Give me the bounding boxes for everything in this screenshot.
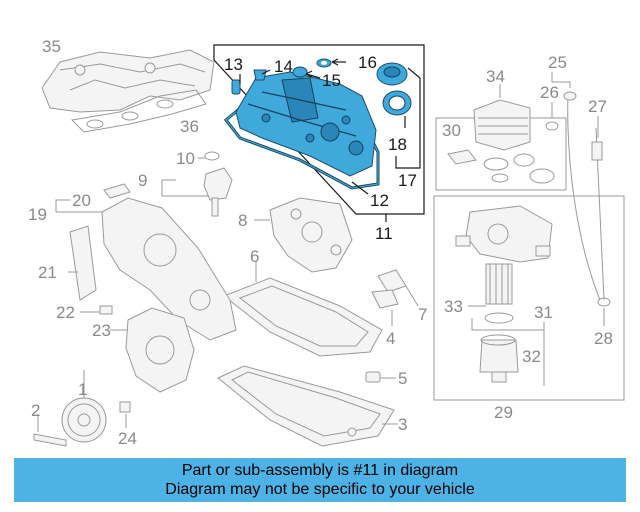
callout-4: 4 [386,329,395,348]
dipstick-part [545,72,611,326]
callout-27: 27 [588,97,607,116]
callout-8: 8 [238,211,247,230]
plug-15-part [292,66,308,78]
callout-26: 26 [540,83,559,102]
oil-module-8-part [254,197,353,273]
callout-30: 30 [442,121,461,140]
callout-36: 36 [180,117,199,136]
callout-35: 35 [42,37,61,56]
callout-25: 25 [548,53,567,72]
callout-6: 6 [250,247,259,266]
sensor-part [161,151,233,217]
cover-strip-21-part [68,225,97,301]
callout-29: 29 [494,403,513,422]
callout-10: 10 [176,149,195,168]
pulley-bolt-part [33,414,67,447]
bolt-22-part [80,305,113,315]
filter-cap-32-part [479,334,519,383]
callout-20: 20 [72,191,91,210]
callout-11: 11 [375,224,393,243]
lower-cover-23-part [110,307,195,393]
oil-cap-part [376,62,408,86]
parts-diagram: 1 2 3 4 5 6 7 8 9 10 11 12 13 14 15 16 1… [28,37,625,448]
callout-22: 22 [56,303,75,322]
bolt-24-part [119,401,131,428]
cover-bracket-20-part [103,183,131,199]
banner-line-1: Part or sub-assembly is #11 in diagram [181,462,459,479]
oil-cooler-34-part [473,84,531,151]
callout-23: 23 [92,321,111,340]
filter-housing-part [455,205,553,263]
callout-labels: 1 2 3 4 5 6 7 8 9 10 11 12 13 14 15 16 1… [28,37,613,448]
callout-21: 21 [38,263,57,282]
callout-34: 34 [486,67,505,86]
oil-pan-upper-part [223,262,383,357]
callout-33: 33 [444,297,463,316]
callout-14: 14 [274,57,293,76]
banner-line-2: Diagram may not be specific to your vehi… [165,481,475,498]
callout-28: 28 [594,329,613,348]
callout-18: 18 [388,135,407,154]
callout-1: 1 [78,380,87,399]
bracket-4-part [371,289,399,326]
callout-24: 24 [118,429,137,448]
callout-31: 31 [534,303,553,322]
callout-17: 17 [398,171,417,190]
callout-32: 32 [522,347,541,366]
timing-cover-part [55,197,237,341]
oil-filter-33-part [468,263,514,324]
callout-2: 2 [31,401,40,420]
intake-manifold-part [41,49,215,113]
callout-7: 7 [418,305,427,324]
oil-pan-lower-part [217,365,398,447]
o-ring-16-part [316,58,332,68]
crank-pulley-part [61,370,107,443]
valve-cover-assembly-frame [213,44,425,215]
valve-cover-part [235,71,377,177]
callout-13: 13 [224,55,243,74]
callout-15: 15 [322,71,341,90]
callout-5: 5 [398,369,407,388]
callout-19: 19 [28,205,47,224]
cap-seal-part [382,90,412,116]
oil-filter-housing-frame [433,195,625,401]
drain-plug-5-part [365,371,396,383]
callout-9: 9 [138,171,147,190]
manifold-gasket-part [70,89,207,133]
callout-16: 16 [358,53,377,72]
callout-12: 12 [370,191,389,210]
fitting-14-part [253,69,267,81]
callout-3: 3 [398,415,407,434]
fitting-13-part [231,79,241,95]
info-banner: Part or sub-assembly is #11 in diagram D… [14,458,626,502]
bracket-7-part [377,269,419,307]
